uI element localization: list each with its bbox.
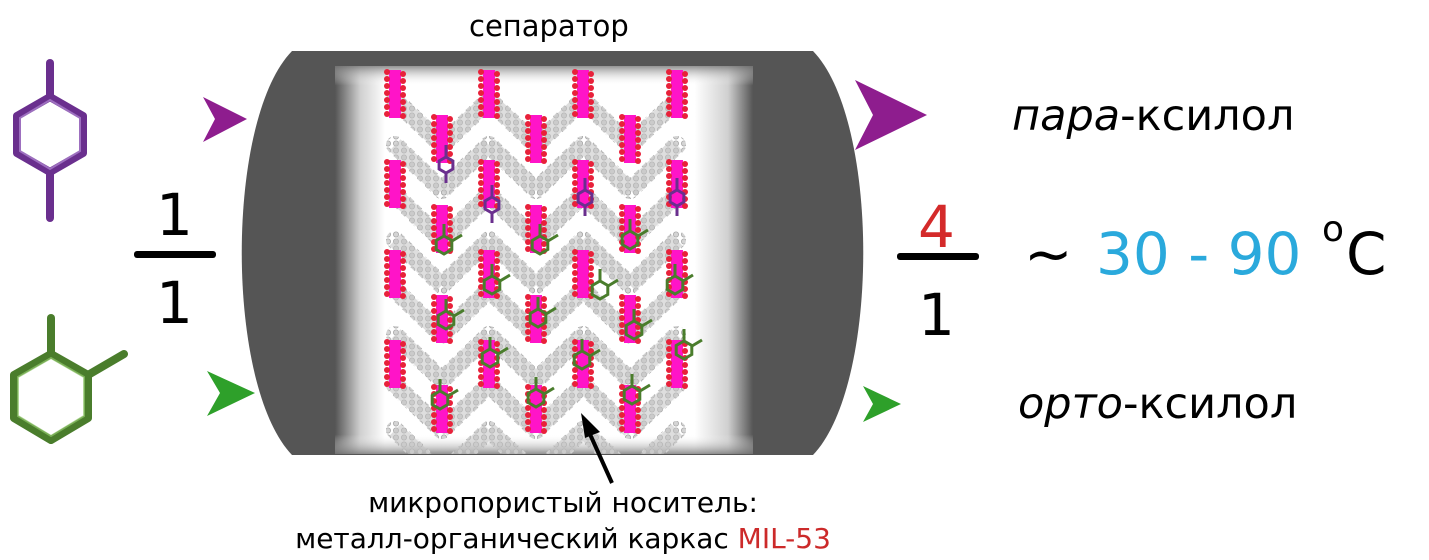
separator-label: сепаратор <box>469 9 629 43</box>
temperature-range: 30 - 90 <box>1096 220 1302 288</box>
degree-symbol: o <box>1322 209 1345 250</box>
ortho-xylene-molecule <box>10 314 128 444</box>
output-fraction-bar <box>897 253 979 260</box>
temperature-unit: C <box>1346 220 1387 288</box>
approx-symbol: ~ <box>1024 220 1073 288</box>
para-outlet-arrow <box>855 80 927 150</box>
carrier-pointer-arrow <box>581 413 614 484</box>
ortho-inlet-arrow <box>207 371 255 416</box>
output-ratio-numerator: 4 <box>918 193 955 261</box>
carrier-caption: микропористый носитель: металл-органичес… <box>263 485 863 557</box>
para-xylene-molecule <box>13 59 87 222</box>
input-ratio-numerator: 1 <box>156 181 193 249</box>
ortho-outlet-arrow <box>863 386 901 422</box>
para-xylene-label: пара-ксилол <box>1012 91 1295 141</box>
input-fraction-bar <box>134 251 216 258</box>
carrier-caption-line1: микропористый носитель: <box>368 486 758 519</box>
mof-framework <box>384 69 703 454</box>
ortho-xylene-label: орто-ксилол <box>1018 379 1298 429</box>
output-ratio-denominator: 1 <box>918 281 955 349</box>
input-ratio-denominator: 1 <box>156 269 193 337</box>
para-inlet-arrow <box>203 97 247 142</box>
framework-name: MIL-53 <box>737 522 831 555</box>
carrier-caption-line2: металл-органический каркас MIL-53 <box>295 522 831 555</box>
